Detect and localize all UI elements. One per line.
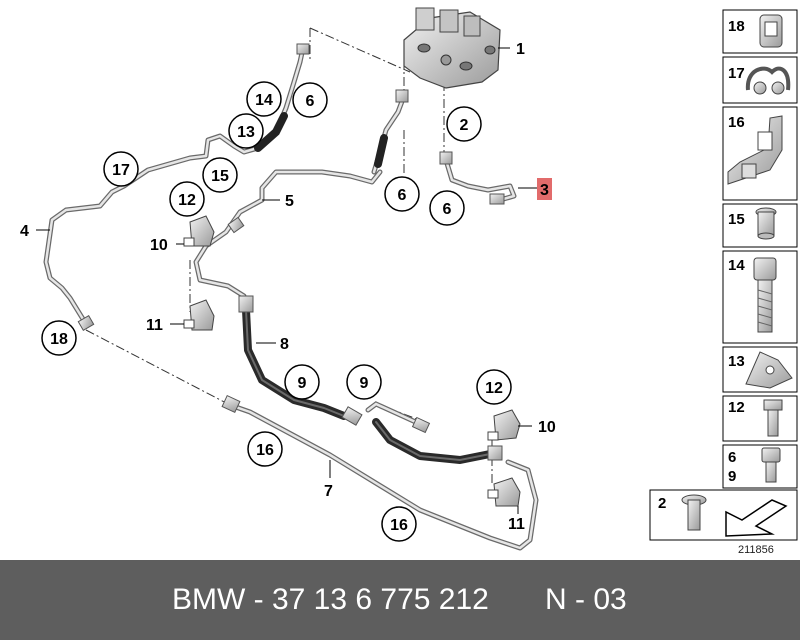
hex-bolt-12-icon [763,399,783,437]
svg-text:17: 17 [728,65,745,82]
side-item-13: 13 [722,346,798,393]
callout-13: 13 [228,113,264,149]
side-item-17: 17 [722,56,798,104]
direction-arrow-icon [725,499,788,537]
callout-12-left: 12 [169,181,205,217]
svg-text:12: 12 [728,399,745,416]
svg-text:16: 16 [256,442,274,459]
callout-6-center: 6 [384,176,420,212]
revision-code: N - 03 [545,583,627,616]
svg-text:12: 12 [178,192,196,209]
plain-callouts: 1 3 4 5 10 11 8 7 10 11 [20,41,556,533]
svg-text:18: 18 [728,18,745,35]
side-item-15: 15 [722,203,798,248]
callout-18: 18 [41,320,77,356]
callout-2: 2 [446,106,482,142]
clip-18-icon [759,14,783,48]
svg-text:2: 2 [658,495,666,512]
svg-text:6: 6 [398,187,407,204]
label-leaders [36,47,538,514]
valve-block-1 [403,7,501,89]
side-item-12: 12 [722,395,798,442]
callout-1: 1 [516,41,525,58]
rubber-sleeve-13 [254,112,288,152]
callout-7: 7 [324,483,333,500]
parts-side-panel: 18 17 16 [649,9,798,556]
callout-6-right: 6 [429,190,465,226]
highlight-box [537,178,552,200]
callout-11-right: 11 [508,516,525,533]
svg-text:9: 9 [360,375,369,392]
callout-5: 5 [285,193,294,210]
side-item-2: 2 [649,489,798,541]
svg-text:15: 15 [728,211,745,228]
callout-10-left: 10 [150,237,168,254]
svg-text:9: 9 [298,375,307,392]
clip-17-icon [745,66,791,95]
callout-9-left: 9 [284,364,320,400]
spring-nut-13-icon [745,351,793,389]
sleeve-15-icon [755,207,777,240]
bracket-right-bottom [487,477,521,507]
svg-text:14: 14 [255,92,273,109]
svg-text:18: 18 [50,331,68,348]
cap-screw-6-9-icon [761,447,781,483]
callout-11-left: 11 [146,317,163,334]
callout-16-bottom: 16 [381,506,417,542]
callout-17: 17 [103,151,139,187]
svg-text:2: 2 [460,117,469,134]
svg-text:6: 6 [728,449,736,466]
svg-text:9: 9 [728,468,736,485]
bracket-left-top [183,215,215,247]
svg-text:16: 16 [728,114,745,131]
callout-16-top: 16 [247,431,283,467]
callout-12-right: 12 [476,369,512,405]
circled-callouts: 14 6 13 17 15 12 18 9 9 12 16 16 2 6 6 [41,81,512,542]
side-item-18: 18 [722,9,798,54]
footer-bar: BMW - 37 13 6 775 212 N - 03 [0,560,800,640]
svg-text:13: 13 [728,353,745,370]
bracket-16-icon [727,115,783,185]
svg-text:12: 12 [485,380,503,397]
svg-text:15: 15 [211,168,229,185]
diagram-id: 211856 [738,544,774,556]
callout-8: 8 [280,336,289,353]
callout-4: 4 [20,223,29,240]
svg-text:6: 6 [306,93,315,110]
hydraulic-lines-assembly: 14 6 13 17 15 12 18 9 9 12 16 16 2 6 6 1… [20,7,556,551]
side-item-16: 16 [722,106,798,201]
part-number: BMW - 37 13 6 775 212 [172,583,489,616]
svg-text:6: 6 [443,201,452,218]
callout-15: 15 [202,157,238,193]
flange-bolt-2-icon [681,494,707,531]
cap-screw-14-icon [753,257,777,333]
callout-9-right: 9 [346,364,382,400]
svg-text:17: 17 [112,162,130,179]
side-item-14: 14 [722,250,798,344]
callout-6: 6 [292,82,328,118]
svg-text:14: 14 [728,257,745,274]
svg-text:13: 13 [237,124,255,141]
parts-diagram: 14 6 13 17 15 12 18 9 9 12 16 16 2 6 6 1… [20,7,798,556]
bracket-right-top [487,409,521,441]
side-item-6-9: 6 9 [722,444,798,489]
callout-14: 14 [246,81,282,117]
callout-10-right: 10 [538,419,556,436]
bracket-left-bottom [183,299,215,331]
svg-text:16: 16 [390,517,408,534]
callout-3: 3 [540,182,549,199]
